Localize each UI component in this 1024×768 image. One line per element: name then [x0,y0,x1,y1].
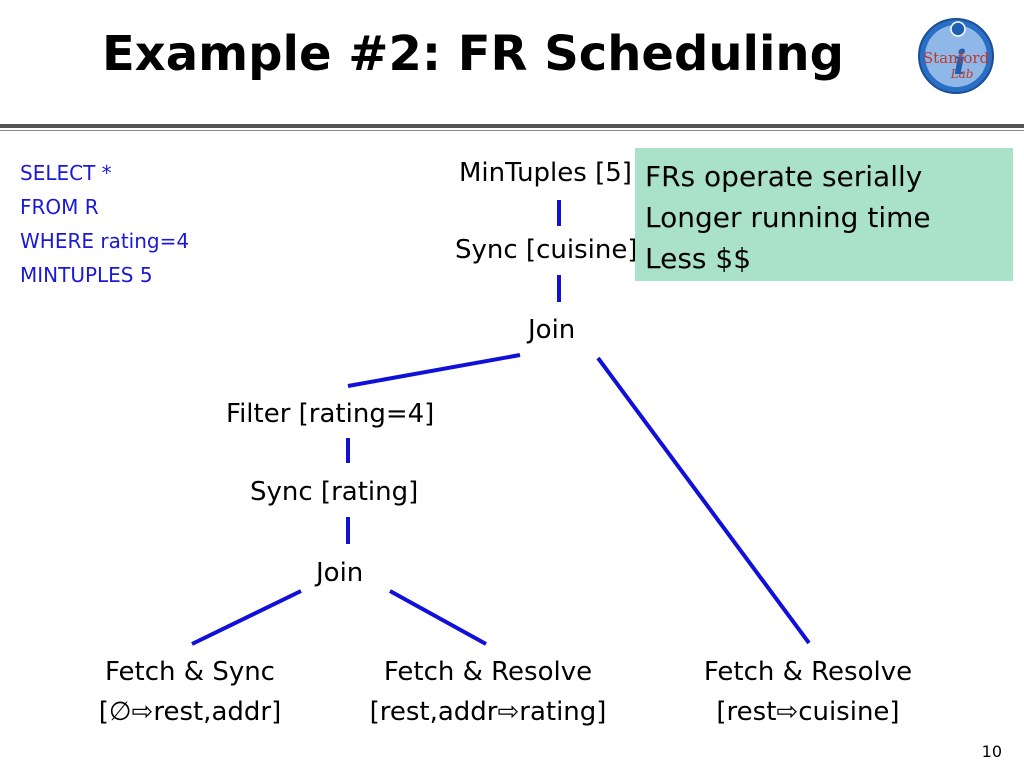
node-fetch-resolve-b: Fetch & Resolve [rest⇨cuisine] [678,652,938,732]
title-divider-thin [0,130,1024,131]
node-fetch-resolve-a-args: [rest,addr⇨rating] [369,697,607,727]
sql-query: SELECT * FROM R WHERE rating=4 MINTUPLES… [20,156,189,292]
edge-join-filter [347,353,521,388]
query-line: SELECT * [20,161,112,185]
node-fetch-resolve-b-label: Fetch & Resolve [703,657,913,687]
edge-join-fetch-resolve-b [596,356,811,645]
edge-join-fetch-resolve-a [389,589,487,646]
page-number: 10 [981,742,1002,761]
node-mintuples: MinTuples [5] [459,158,632,188]
node-fetch-resolve-a-label: Fetch & Resolve [383,657,593,687]
title-divider-thick [0,124,1024,128]
slide-title: Example #2: FR Scheduling [102,26,844,82]
node-fetch-sync-args: [∅⇨rest,addr] [98,697,282,727]
note-line: FRs operate serially [645,160,923,193]
node-join-bottom: Join [316,558,364,588]
note-line: Longer running time [645,201,931,234]
node-filter: Filter [rating=4] [226,399,435,429]
query-line: FROM R [20,195,99,219]
node-sync-cuisine: Sync [cuisine] [455,235,638,265]
query-line: MINTUPLES 5 [20,263,153,287]
svg-text:Lab: Lab [950,67,974,81]
query-line: WHERE rating=4 [20,229,190,253]
note-line: Less $$ [645,242,752,275]
svg-text:Stanford: Stanford [923,49,990,67]
svg-text:i: i [954,43,967,83]
node-join-top: Join [528,315,576,345]
node-fetch-resolve-b-args: [rest⇨cuisine] [716,697,900,727]
node-fetch-sync-label: Fetch & Sync [105,657,275,687]
node-sync-rating: Sync [rating] [250,477,419,507]
stanford-infolab-logo: i Stanford Lab [918,18,994,94]
edge-join-fetch-sync [191,589,302,646]
node-fetch-sync: Fetch & Sync [∅⇨rest,addr] [80,652,300,732]
callout-note: FRs operate serially Longer running time… [635,148,1013,281]
node-fetch-resolve-a: Fetch & Resolve [rest,addr⇨rating] [338,652,638,732]
